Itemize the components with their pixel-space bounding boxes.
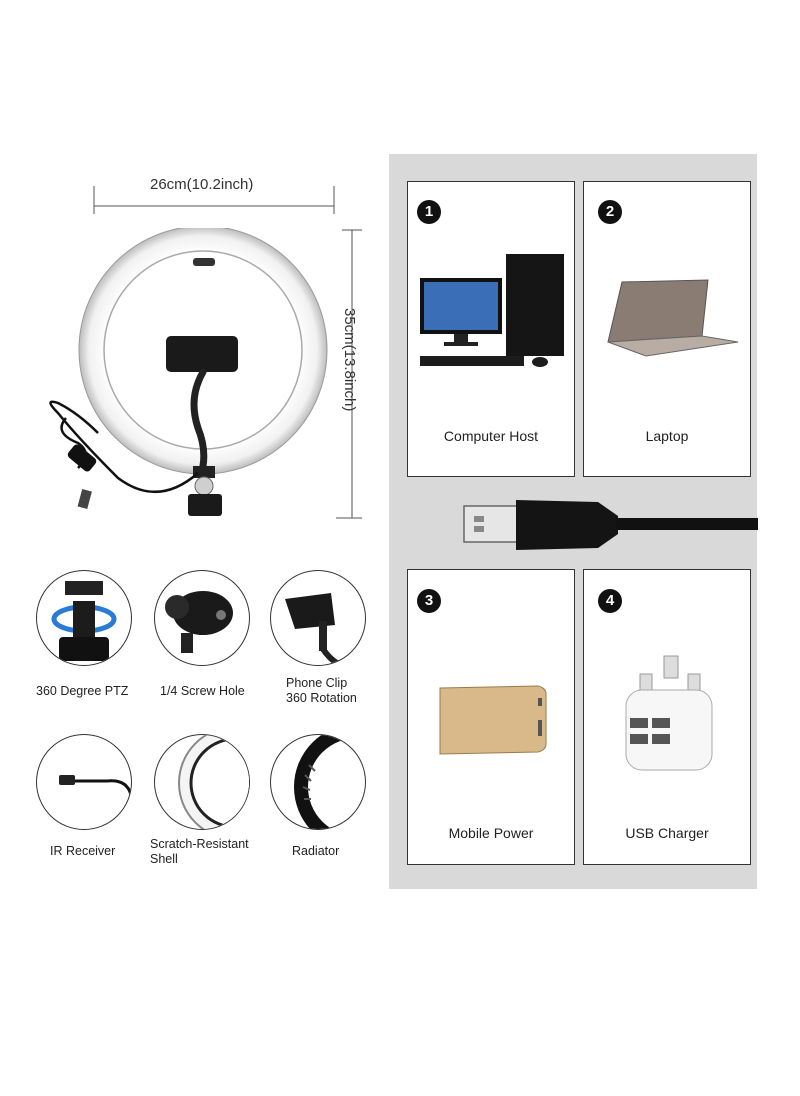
feature-label: Radiator [292,844,340,858]
feature-shell-photo [154,734,250,830]
card-label: Computer Host [443,428,539,444]
feature-label: IR Receiver [50,844,116,858]
power-source-card-mobile-power: 3 Mobile Power [407,569,575,865]
feature-label: Phone Clip 360 Rotation [286,676,357,705]
usb-cable-image [463,500,758,550]
number-badge: 3 [417,589,441,613]
laptop-image [607,279,739,357]
mobile-power-image [439,685,547,755]
feature-phone-clip-photo [270,570,366,666]
feature-label: 360 Degree PTZ [36,684,129,698]
computer-host-image [420,254,564,367]
number-badge: 1 [417,200,441,224]
power-source-card-usb-charger: 4 USB Charger [583,569,751,865]
feature-label: 1/4 Screw Hole [160,684,245,698]
feature-360-ptz-photo [36,570,132,666]
number-badge: 4 [598,589,622,613]
card-label: USB Charger [625,825,709,841]
height-dimension-line [336,229,362,519]
power-source-card-laptop: 2 Laptop [583,181,751,477]
usb-charger-image [625,655,713,771]
card-label: Laptop [645,428,689,444]
width-dimension-line [93,186,335,214]
feature-ir-receiver-photo [36,734,132,830]
ring-light-image [49,228,328,516]
card-label: Mobile Power [448,825,534,841]
power-source-card-computer: 1 Computer Host [407,181,575,477]
feature-screw-hole-photo [154,570,250,666]
number-badge: 2 [598,200,622,224]
feature-label: Scratch-Resistant Shell [150,837,249,866]
height-label: 35cm(13.8inch) [341,308,358,412]
width-label: 26cm(10.2inch) [150,176,254,193]
feature-radiator-photo [270,734,366,830]
